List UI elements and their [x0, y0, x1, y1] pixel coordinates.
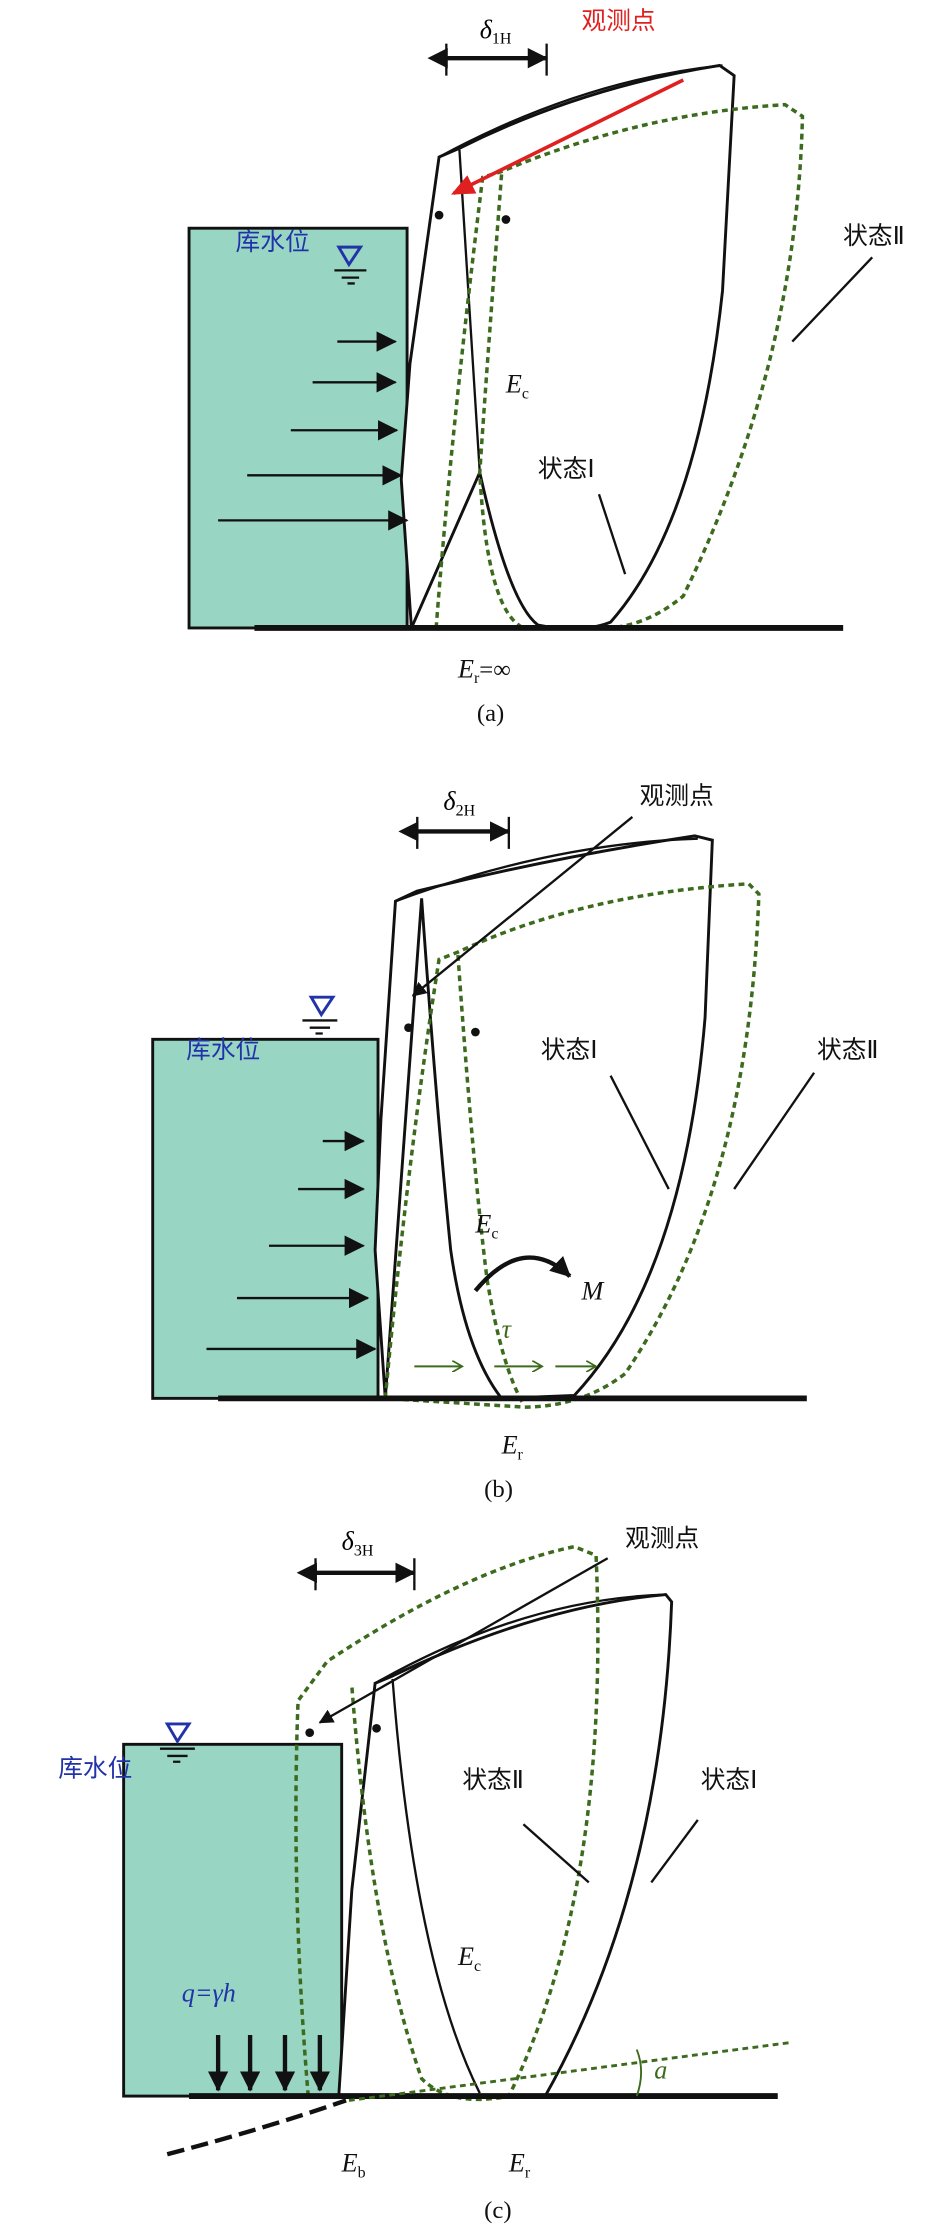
moment-arrow-icon [473, 1255, 572, 1293]
angle-label: a [654, 2056, 667, 2085]
reservoir-water [151, 1037, 380, 1400]
observation-point-dot [434, 210, 444, 220]
panel-c: 库水位 δ3H 观测点 状态Ⅱ 状态Ⅰ Ec q=γh a Eb Er (c) [58, 1524, 793, 2224]
state1-label: 状态Ⅰ [701, 1765, 758, 1794]
shear-label: τ [502, 1314, 513, 1343]
observation-point-label: 观测点 [625, 1524, 699, 1553]
dam-state2-outline [383, 881, 761, 1409]
delta-label: δ3H [342, 1527, 374, 1560]
reservoir-water [122, 1742, 344, 2098]
water-level-label: 库水位 [58, 1753, 132, 1782]
observation-pointer-arrow [411, 816, 634, 997]
observation-pointer-arrow [450, 78, 685, 195]
er-label: Er [508, 2149, 531, 2182]
er-label: Er=∞ [457, 654, 511, 687]
water-pressure-arrows [206, 1130, 377, 1360]
ec-label: Ec [457, 1942, 481, 1975]
water-level-lines-icon [334, 269, 367, 285]
observation-point-dot [501, 215, 511, 224]
water-level-lines-icon [302, 1019, 338, 1035]
water-level-triangle-icon [164, 1722, 192, 1745]
panel-b: 库水位 δ2H 观测点 状态Ⅰ 状态Ⅱ Ec M τ Er (b) [151, 781, 879, 1503]
reservoir-water [187, 226, 409, 630]
load-label: q=γh [182, 1979, 236, 2008]
dam-state1 [399, 63, 736, 631]
water-level-triangle-icon [308, 995, 336, 1018]
water-level-label: 库水位 [186, 1035, 260, 1064]
state1-label: 状态Ⅰ [538, 454, 595, 483]
observation-point-dot [305, 1728, 315, 1738]
water-pressure-arrows [218, 331, 409, 531]
moment-label: M [581, 1277, 605, 1306]
observation-point-dot [471, 1027, 480, 1037]
state2-label: 状态Ⅱ [462, 1765, 524, 1794]
er-label: Er [501, 1431, 524, 1464]
dam-state2-outline [434, 102, 805, 631]
caption-a: (a) [477, 700, 504, 727]
water-level-label: 库水位 [236, 227, 310, 256]
caption-b: (b) [484, 1476, 513, 1503]
tilt-angle-arc-icon [635, 2049, 643, 2097]
observation-pointer-arrow [318, 1557, 609, 1724]
observation-point-dot [372, 1723, 381, 1733]
caption-c: (c) [484, 2197, 511, 2224]
water-level-triangle-icon [336, 245, 364, 268]
observation-point-label: 观测点 [640, 781, 714, 810]
state1-label: 状态Ⅰ [541, 1035, 598, 1064]
state2-label: 状态Ⅱ [843, 221, 905, 250]
observation-point-label: 观测点 [582, 6, 656, 35]
panel-a: 库水位 δ1H 观测点 状态Ⅱ Ec 状态Ⅰ Er=∞ (a) [187, 6, 905, 727]
delta-label: δ2H [443, 787, 475, 820]
water-level-lines-icon [159, 1747, 195, 1763]
state2-label: 状态Ⅱ [817, 1035, 879, 1064]
dam-state2-outline [294, 1544, 600, 2102]
eb-label: Eb [341, 2149, 366, 2182]
ec-label: Ec [505, 369, 529, 402]
delta-label: δ1H [480, 15, 512, 48]
dam-state1 [337, 1593, 674, 2098]
distributed-load-arrows [207, 2035, 331, 2092]
bank-slope-line [166, 2098, 347, 2157]
ec-label: Ec [474, 1210, 498, 1243]
tilt-reference-line [348, 2040, 793, 2102]
observation-point-dot [404, 1023, 413, 1033]
